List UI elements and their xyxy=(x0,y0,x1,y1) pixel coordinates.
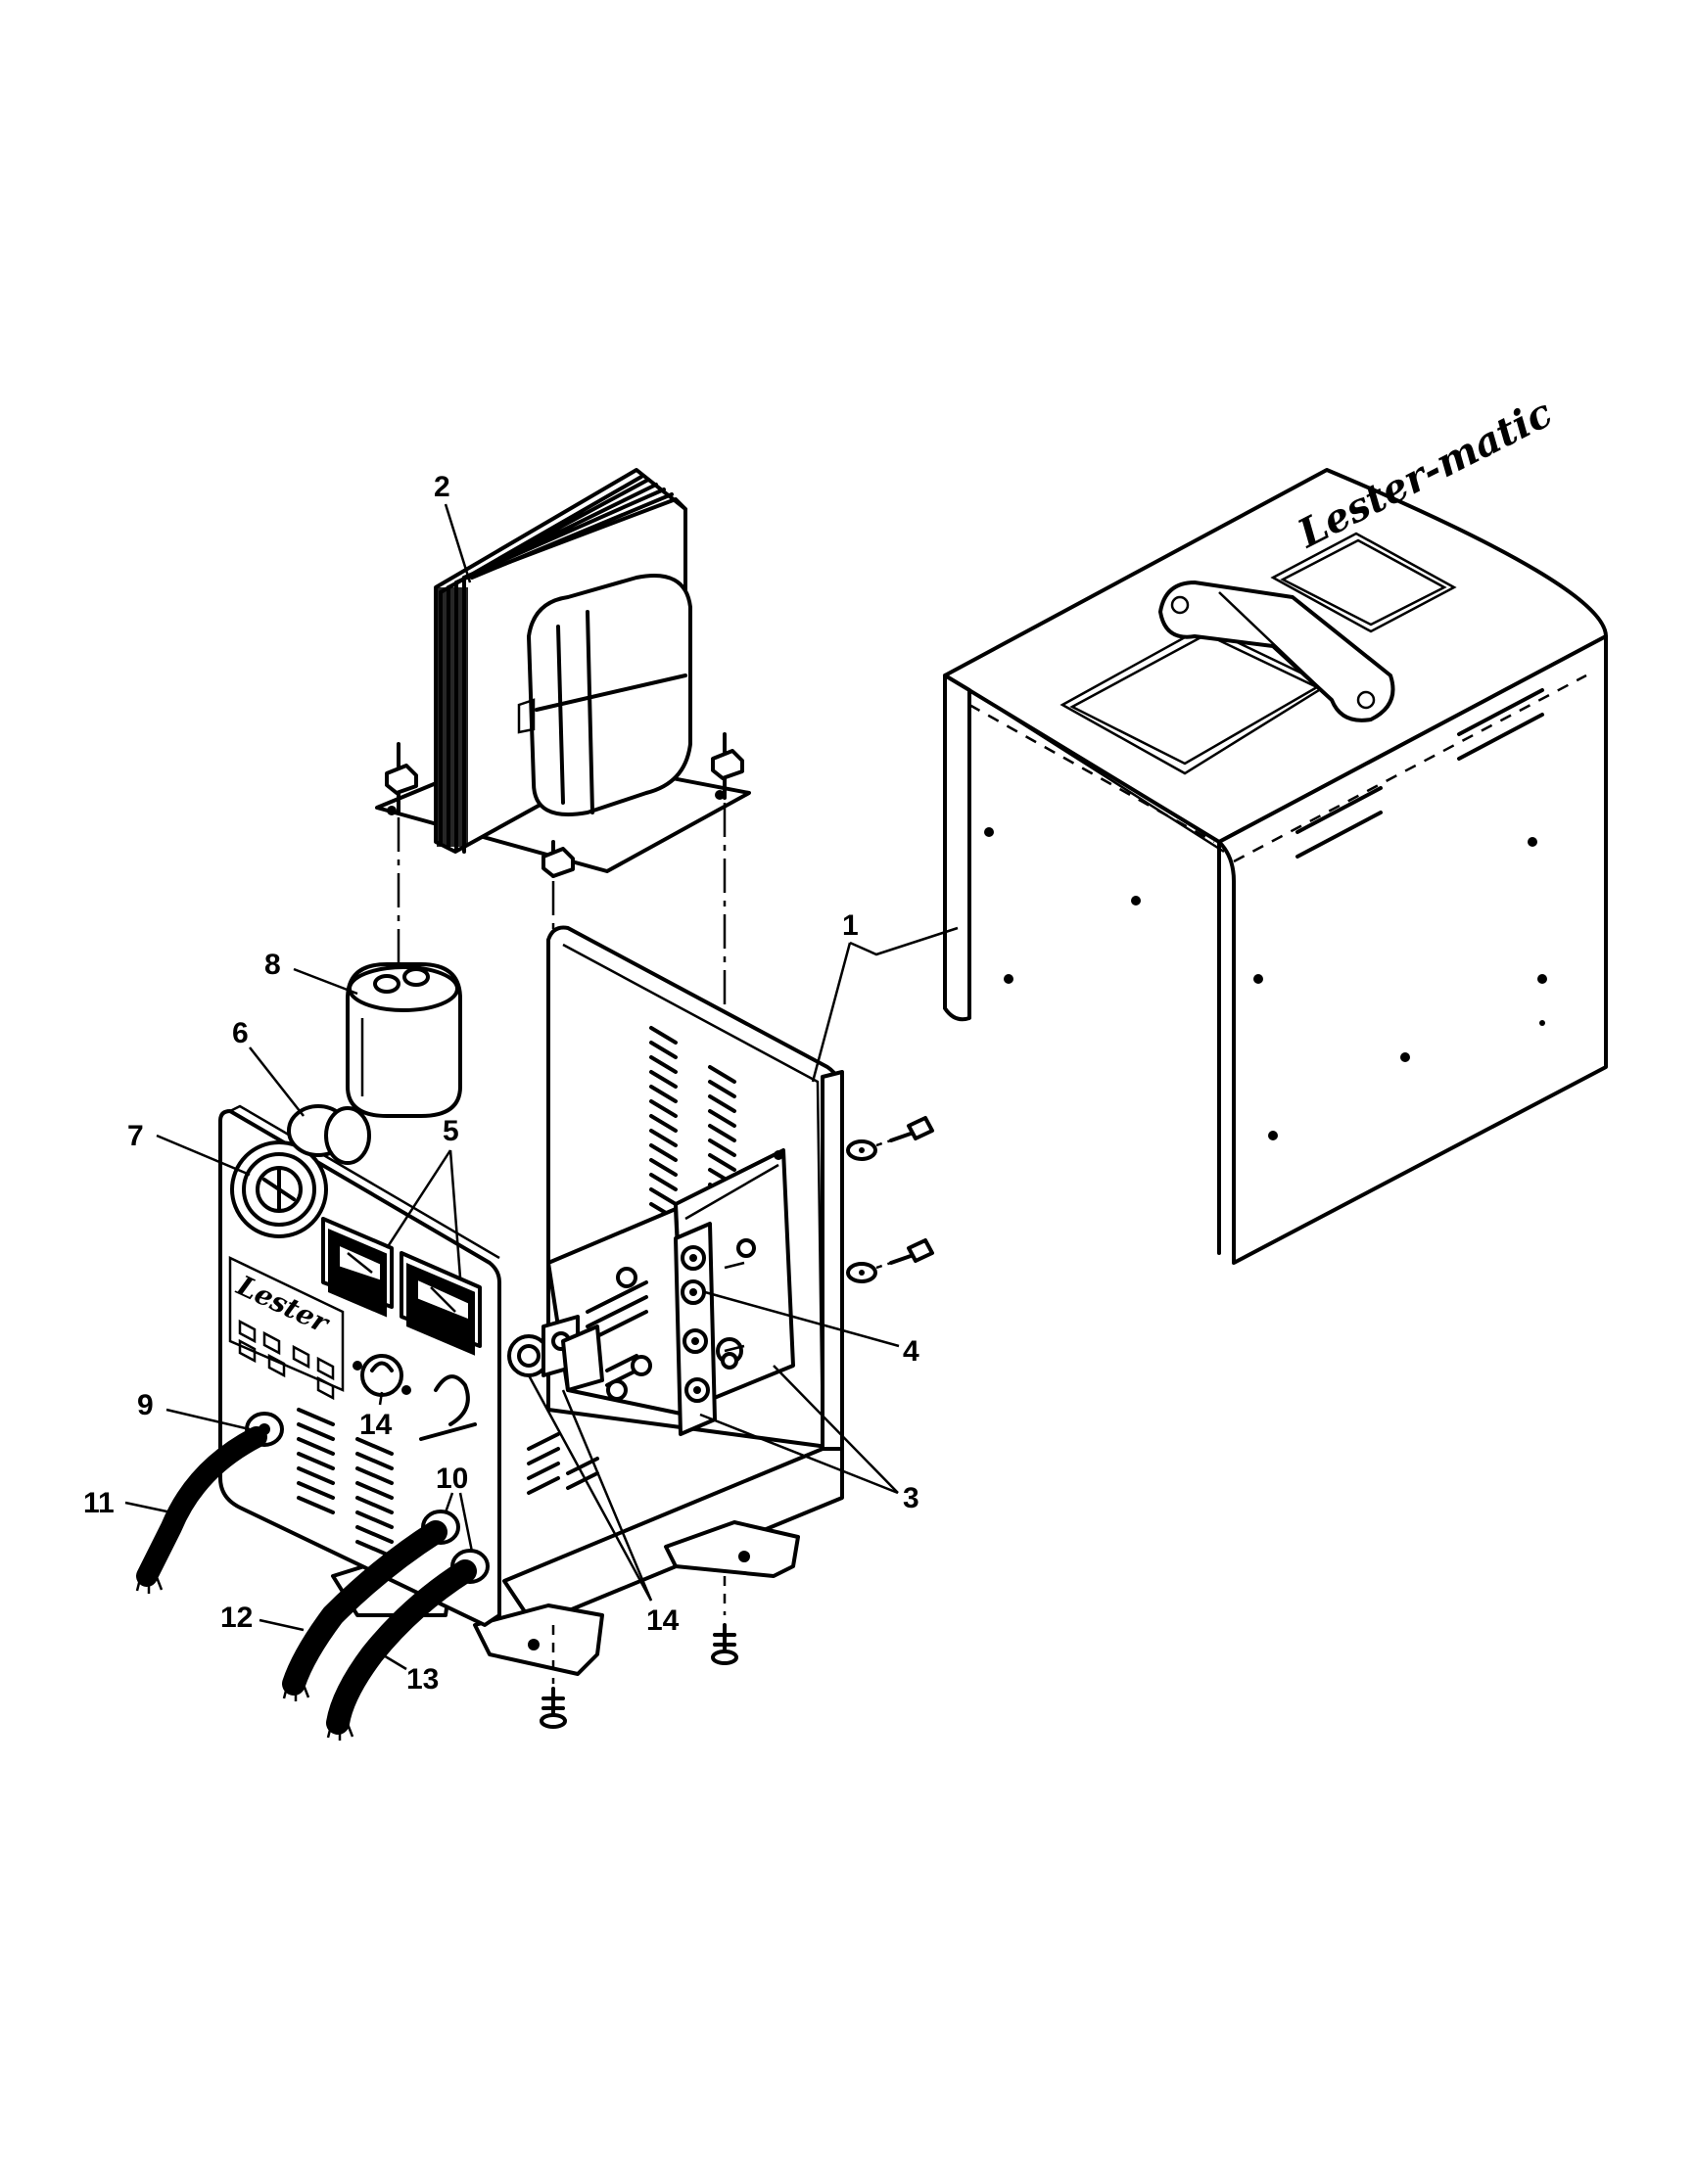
callout-10: 10 xyxy=(436,1463,468,1495)
leader-lines xyxy=(124,503,959,1671)
fuse-clip xyxy=(419,1374,477,1441)
meters xyxy=(321,1217,482,1356)
callout-labels: 1 2 3 4 5 6 7 8 9 10 11 12 13 14 14 xyxy=(83,471,919,1696)
terminal-board xyxy=(674,1222,756,1436)
ac-cord xyxy=(135,1426,267,1594)
callout-6: 6 xyxy=(232,1017,249,1049)
timer-knob xyxy=(230,1140,328,1238)
transformer xyxy=(375,468,751,1116)
cabinet-cover: Lester-matic xyxy=(943,390,1608,1265)
dc-cord-positive xyxy=(282,1520,447,1701)
capacitor xyxy=(346,962,462,1118)
callout-3: 3 xyxy=(903,1482,919,1514)
callout-8: 8 xyxy=(264,949,281,981)
callout-12: 12 xyxy=(220,1602,253,1634)
callout-11: 11 xyxy=(83,1487,115,1519)
front-panel: Lester xyxy=(218,1104,501,1627)
callout-7: 7 xyxy=(127,1120,144,1152)
callout-1: 1 xyxy=(842,909,859,942)
callout-9: 9 xyxy=(137,1389,154,1421)
fuse-holder-rear xyxy=(507,1315,604,1392)
callout-2: 2 xyxy=(434,471,450,503)
front-vents xyxy=(297,1408,394,1558)
callout-5: 5 xyxy=(443,1115,459,1147)
timer-mechanism xyxy=(287,1104,371,1165)
side-bolts xyxy=(846,1116,934,1283)
fuse-holder xyxy=(353,1354,411,1397)
dc-cord-negative xyxy=(326,1559,477,1741)
callout-4: 4 xyxy=(903,1335,919,1368)
callout-14-rear: 14 xyxy=(646,1604,680,1637)
callout-13: 13 xyxy=(406,1663,439,1696)
callout-14-front: 14 xyxy=(359,1409,393,1441)
